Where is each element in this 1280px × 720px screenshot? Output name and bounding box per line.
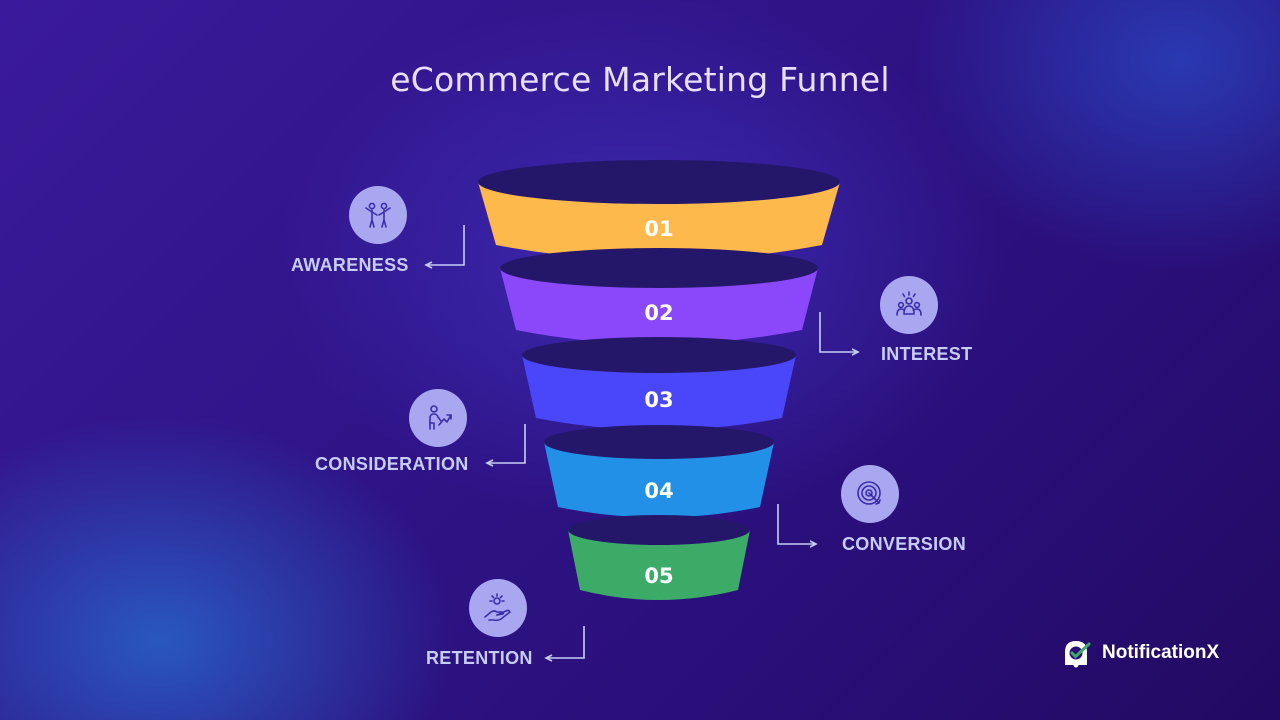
stage-number: 03	[644, 388, 673, 412]
audience-icon	[880, 276, 938, 334]
connector-retention	[546, 626, 585, 659]
brand-name: NotificationX	[1102, 642, 1220, 663]
funnel-stage-05: 05	[568, 515, 750, 600]
stage-number: 04	[644, 479, 673, 503]
funnel-stage-01: 01	[478, 160, 840, 261]
stage-label-consideration: CONSIDERATION	[315, 454, 469, 474]
stage-number: 02	[644, 301, 673, 325]
connector-consideration	[487, 424, 526, 464]
funnel-stage-03: 03	[522, 337, 796, 430]
stage-number: 05	[644, 564, 673, 588]
target-icon	[841, 465, 899, 523]
connector-interest	[819, 312, 858, 353]
funnel-stage-04: 04	[544, 425, 774, 518]
brand: NotificationX	[1062, 638, 1219, 668]
funnel-stage-02: 02	[500, 248, 818, 344]
arrowhead-icon	[485, 459, 494, 467]
arrowhead-icon	[809, 540, 818, 548]
connector-awareness	[426, 225, 465, 266]
connector-conversion	[777, 504, 816, 545]
arrowhead-icon	[544, 654, 553, 662]
stage-number: 01	[644, 217, 673, 241]
people-icon	[349, 186, 407, 244]
arrowhead-icon	[851, 348, 860, 356]
stage-label-awareness: AWARENESS	[291, 255, 409, 275]
page-title: eCommerce Marketing Funnel	[390, 60, 890, 99]
stage-label-interest: INTEREST	[881, 344, 973, 364]
notificationx-logo-icon	[1062, 638, 1092, 668]
stage-label-conversion: CONVERSION	[842, 534, 967, 554]
stage-label-retention: RETENTION	[426, 648, 533, 668]
hand-care-icon	[469, 579, 527, 637]
arrowhead-icon	[424, 261, 433, 269]
growth-person-icon	[409, 389, 467, 447]
connectors	[424, 225, 860, 662]
